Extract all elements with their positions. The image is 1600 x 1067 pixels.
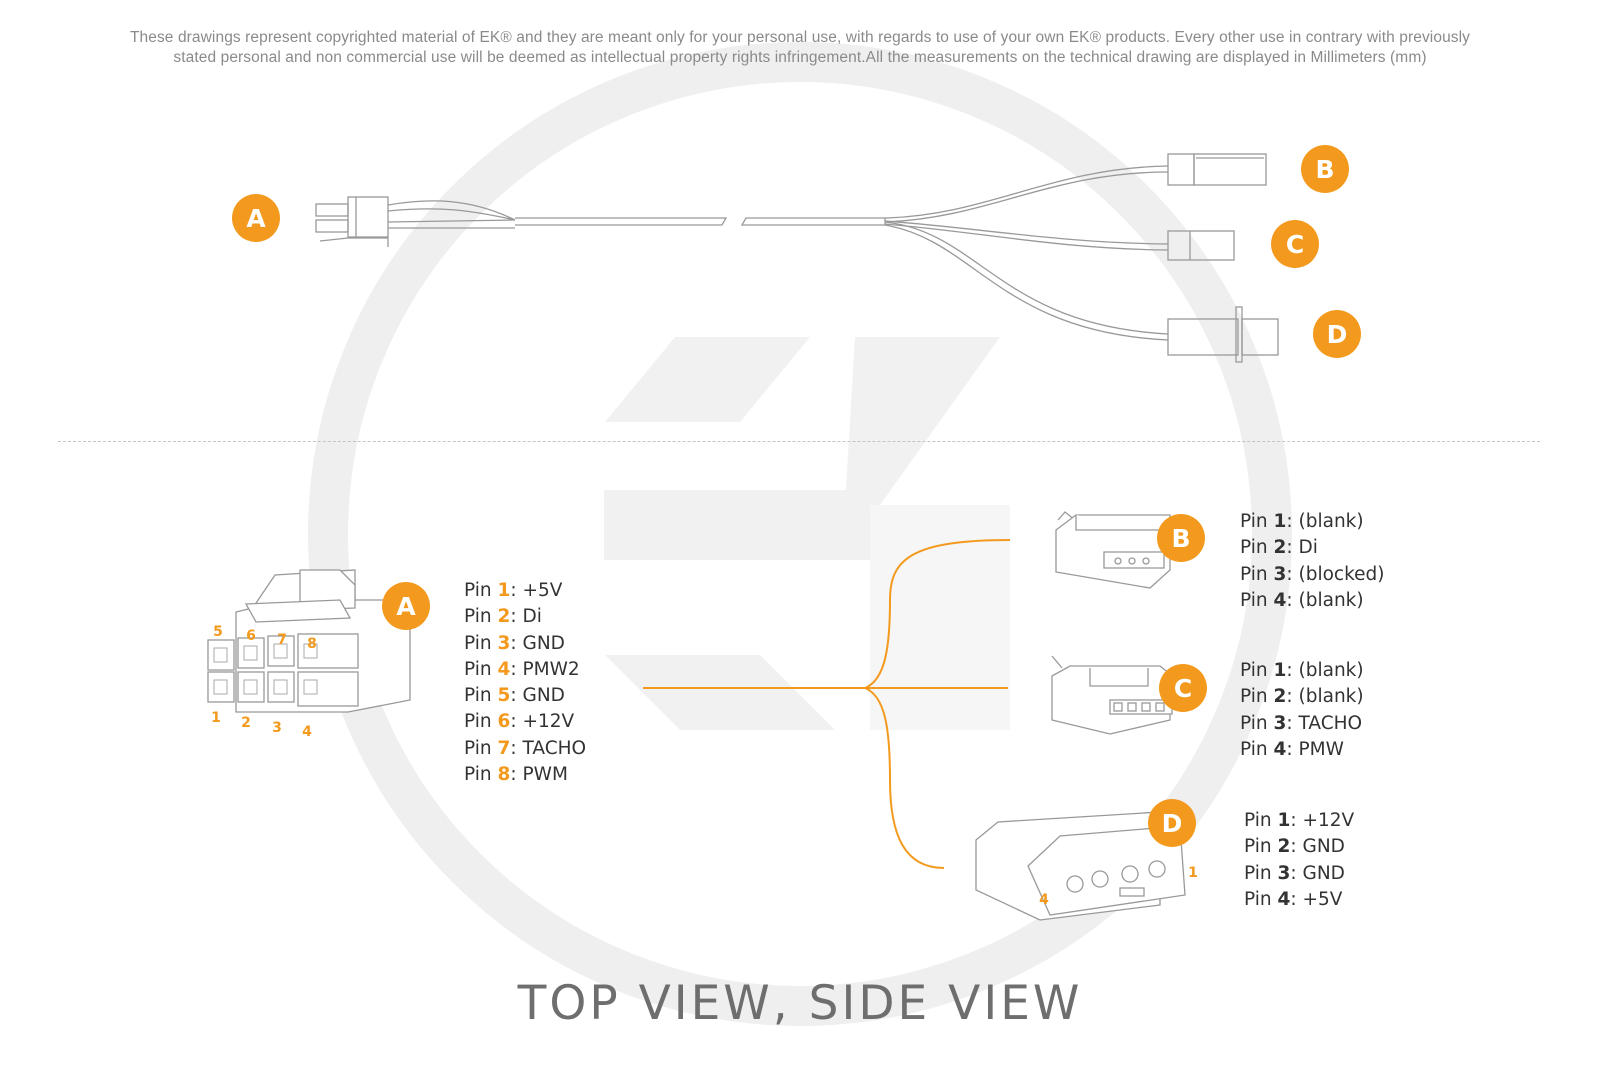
svg-text:4: 4 [1039,892,1049,908]
pin-row: Pin 2: GND [1244,836,1345,858]
pin-row: Pin 6: +12V [464,711,575,733]
pin-row: Pin 4: (blank) [1240,589,1364,611]
pin-row: Pin 3: GND [1244,862,1345,884]
pin-row: Pin 4: PMW [1240,738,1344,760]
pin-list-a: Pin 1: +5V Pin 2: Di Pin 3: GND Pin 4: P… [464,578,586,788]
badge-a-side: A [382,582,430,630]
svg-text:1: 1 [1188,865,1198,881]
connector-b-side-view [1055,511,1171,589]
svg-text:C: C [1286,230,1304,259]
svg-text:6: 6 [246,628,256,644]
pin-row: Pin 4: PMW2 [464,658,580,680]
badge-c-top: C [1271,220,1319,268]
pin-row: Pin 1: (blank) [1240,511,1364,532]
top-connector-b-body [1167,153,1195,186]
connector-c-side-view [1051,655,1173,735]
pin-sockets-bottom-row [207,671,359,707]
svg-text:1: 1 [211,710,221,726]
svg-text:5: 5 [213,624,223,640]
badge-b-top: B [1301,145,1349,193]
svg-text:D: D [1327,320,1348,349]
pin-row: Pin 3: (blocked) [1240,563,1385,585]
section-divider [58,441,1540,442]
connector-a-pin-numbers: 5 6 7 8 1 2 3 4 [211,624,317,740]
svg-text:C: C [1174,674,1192,703]
pin-row: Pin 2: Di [464,606,542,628]
pin-row: Pin 1: +12V [1244,810,1355,831]
pin-list-c: Pin 1: (blank) Pin 2: (blank) Pin 3: TAC… [1240,658,1364,763]
pin-row: Pin 2: (blank) [1240,686,1364,708]
ek-watermark-logo [308,42,1292,1026]
badge-a-top: A [232,194,280,242]
top-connector-c-body [1167,230,1235,261]
svg-text:7: 7 [277,632,287,648]
badge-b-side: B [1157,514,1205,562]
badge-c-side: C [1159,664,1207,712]
pin-row: Pin 1: (blank) [1240,660,1364,681]
svg-text:8: 8 [307,636,317,652]
branch-lines [643,539,1011,869]
svg-text:2: 2 [241,715,251,731]
pin-sockets-top-row [207,633,359,671]
svg-text:B: B [1315,155,1334,184]
connector-d-side-view [975,811,1186,921]
drawing-title: TOP VIEW, SIDE VIEW [517,976,1083,1031]
pin-list-b: Pin 1: (blank) Pin 2: Di Pin 3: (blocked… [1240,509,1385,614]
svg-text:B: B [1171,524,1190,553]
svg-text:4: 4 [302,724,312,740]
disclaimer-line-2: stated personal and non commercial use w… [173,49,1427,66]
pin-list-d: Pin 1: +12V Pin 2: GND Pin 3: GND Pin 4:… [1244,808,1354,913]
disclaimer-line-1: These drawings represent copyrighted mat… [129,29,1471,46]
top-connector-d-body [1167,318,1239,356]
copyright-disclaimer: These drawings represent copyrighted mat… [60,28,1540,68]
pin-row: Pin 4: +5V [1244,888,1343,910]
pin-row: Pin 7: TACHO [464,737,587,759]
top-view-cable [315,153,1279,363]
svg-text:D: D [1162,809,1183,838]
pin-row: Pin 8: PWM [464,764,568,786]
pin-row: Pin 1: +5V [464,580,563,601]
svg-text:A: A [246,204,266,233]
pin-row: Pin 3: GND [464,632,565,654]
pin-row: Pin 2: Di [1240,537,1318,559]
svg-text:A: A [396,592,416,621]
svg-text:3: 3 [272,720,282,736]
pin-row: Pin 3: TACHO [1240,712,1363,734]
pin-row: Pin 5: GND [464,685,565,707]
top-connector-a-body [347,196,389,238]
connector-d-end-labels: 1 4 [1039,865,1198,908]
connector-a-side-view [207,569,411,713]
badge-d-side: D [1148,799,1196,847]
badge-d-top: D [1313,310,1361,358]
